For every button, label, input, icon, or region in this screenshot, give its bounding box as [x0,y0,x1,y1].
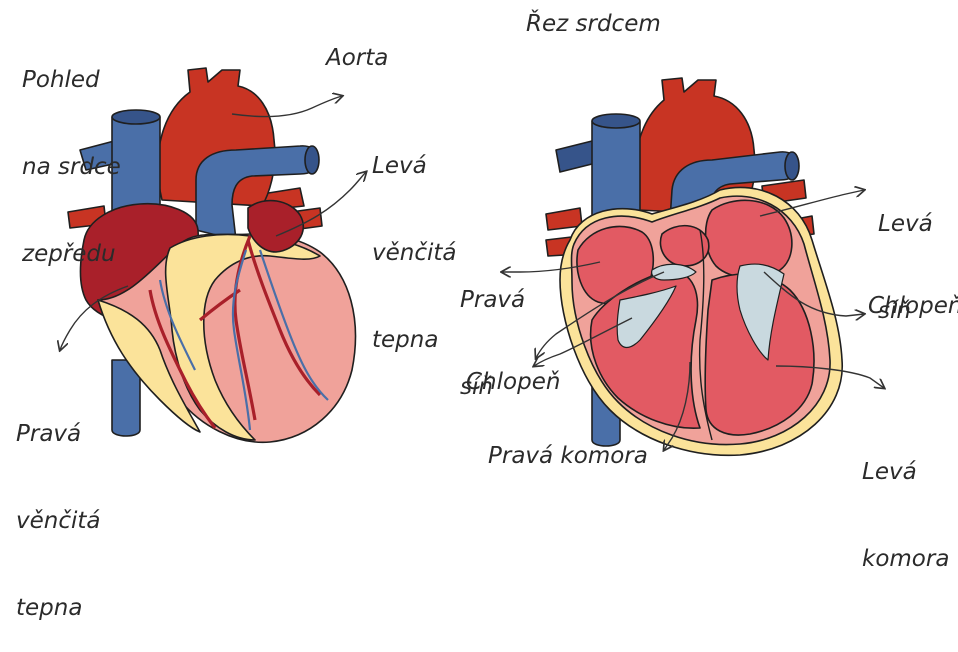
front-view-title: Pohled na srdce zepředu [22,8,121,298]
front-view-title-line-2: na srdce [22,153,121,182]
front-view-title-line-1: Pohled [22,66,121,95]
label-left-coronary-line-1: Levá [372,152,457,181]
top-chamber [660,226,708,266]
label-left-coronary-line-3: tepna [372,326,457,355]
label-valve-left: Chlopeň [466,368,560,397]
label-right-coronary-line-1: Pravá [16,420,101,449]
label-right-ventricle: Pravá komora [488,442,648,471]
label-left-ventricle-line-2: komora [862,545,949,574]
label-left-coronary-line-2: věnčitá [372,239,457,268]
label-left-ventricle-line-1: Levá [862,458,949,487]
label-left-atrium: Levá síň [878,152,933,355]
section-title: Řez srdcem [526,10,661,39]
label-valve-right: Chlopeň [868,292,958,321]
label-right-atrium: Pravá síň [460,228,525,431]
label-left-atrium-line-1: Levá [878,210,933,239]
heart-diagram: Pohled na srdce zepředu Aorta Levá věnči… [0,0,958,470]
section-heart [546,78,842,455]
label-aorta: Aorta [326,44,388,73]
label-right-atrium-line-1: Pravá [460,286,525,315]
label-right-coronary-line-2: věnčitá [16,507,101,536]
label-right-coronary: Pravá věnčitá tepna [16,362,101,652]
label-left-ventricle: Levá komora [862,400,949,603]
front-view-title-line-3: zepředu [22,240,121,269]
label-right-coronary-line-3: tepna [16,594,101,623]
label-left-coronary: Levá věnčitá tepna [372,94,457,384]
